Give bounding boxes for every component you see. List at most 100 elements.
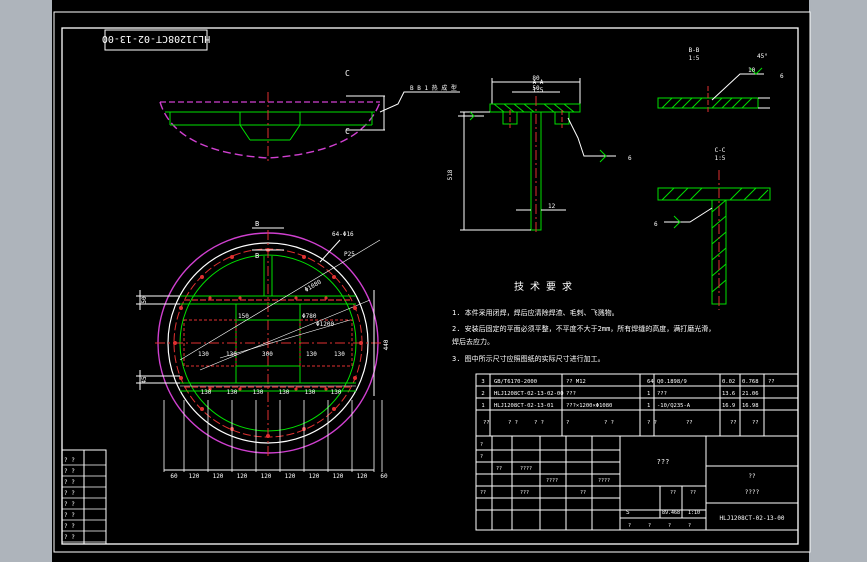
left-sign-text: ? ?? ?? ?? ?? ?? ?? ?? ? [62, 457, 106, 543]
tb-cell-9: ?? [670, 490, 676, 496]
dim-aa-height: 518 [447, 169, 454, 180]
bom-head-5: ? ? [647, 420, 657, 426]
bom-r0-c1: GB/T6170-2000 [494, 379, 537, 385]
dim-bottom-8: 120 [357, 473, 368, 480]
dim-150: 150 [238, 313, 249, 320]
left-cell-1: ? ? [64, 468, 75, 475]
bom-head-4: ? ? [604, 420, 614, 426]
tb-cell-4: ??? [520, 490, 529, 496]
tb-bottom-3: ? [688, 523, 691, 529]
rotated-number-box [104, 29, 208, 51]
tb-cell-1: ? [480, 454, 483, 460]
bom-r1-c2: ??? [566, 391, 576, 397]
bom-r1-c4: ??? [657, 391, 667, 397]
title-block [475, 435, 799, 531]
bom-r1-c6: 21.06 [742, 391, 759, 397]
bom-r2-c1: HLJ1208CT-02-13-01 [494, 403, 554, 409]
dim-bottom-9: 60 [380, 473, 388, 480]
row2-dimension-chain: 130 130 130 130 130 130 [201, 389, 342, 396]
dim-130-a: 130 [198, 351, 209, 358]
tb-weight: 89.468 [662, 510, 680, 516]
tech-line-4: 3. 图中所示尺寸应照图纸的实际尺寸进行加工。 [452, 354, 605, 363]
left-cell-0: ? ? [64, 457, 75, 464]
left-cell-3: ? ? [64, 490, 75, 497]
tb-sub: ???? [745, 489, 760, 496]
tb-cell-2: ???? [520, 466, 532, 472]
section-mark-c-top: C [345, 69, 350, 78]
dim-bottom-5: 120 [285, 473, 296, 480]
dim-row2-4: 130 [305, 389, 316, 396]
dim-bottom-4: 120 [261, 473, 272, 480]
dim-row2-0: 130 [201, 389, 212, 396]
bom-head-1: ? ? [508, 420, 518, 426]
dim-440: 440 [383, 339, 390, 350]
tb-s: S [626, 509, 630, 516]
dim-50: 50 [141, 296, 148, 304]
weld-callout-top: B B 1 热 成 型 [410, 84, 457, 92]
title-block-text: ??? ?? ???? HLJ1208CT-02-13-00 S 89.468 … [480, 442, 785, 529]
bom-r0-c7: ?? [768, 379, 775, 385]
tb-cell-10: ?? [690, 490, 696, 496]
tb-cell-5: ?? [580, 490, 586, 496]
left-cell-6: ? ? [64, 523, 75, 530]
weld-6-aa: 6 [628, 155, 632, 162]
left-cell-5: ? ? [64, 512, 75, 519]
dim-300: 300 [262, 351, 273, 358]
tech-line-3: 焊后去应力。 [452, 337, 494, 346]
callout-holes: 64-Φ16 [332, 231, 354, 238]
left-cell-4: ? ? [64, 501, 75, 508]
dim-phi-780: Φ780 [302, 313, 317, 320]
bom-r1-c0: 2 [481, 391, 484, 397]
bom-head-7: ?? [730, 420, 737, 426]
section-c-c-view: C-C 1:5 6 [654, 147, 771, 310]
section-mark-c-bot: C [345, 127, 350, 136]
dim-130-d: 130 [334, 351, 345, 358]
bom-head-6: ?? [686, 420, 693, 426]
dim-b-10: 10 [748, 67, 756, 74]
section-a-a-view: A-A 1:5 80 50 518 12 6 [447, 75, 632, 234]
bom-head-2: ? ? [534, 420, 544, 426]
sheet-inner-border [61, 27, 799, 545]
dim-aa-50: 50 [532, 85, 540, 92]
dim-row2-3: 130 [279, 389, 290, 396]
dim-130-c: 130 [306, 351, 317, 358]
dim-bottom-0: 60 [170, 473, 178, 480]
tech-title: 技 术 要 求 [514, 280, 572, 293]
bom-r1-c5: 13.6 [722, 391, 735, 397]
bom-head-8: ?? [752, 420, 759, 426]
bom-r0-c4: Q0.1898/9 [657, 379, 687, 385]
bom-r2-c3: 1 [647, 403, 650, 409]
dim-bottom-7: 120 [333, 473, 344, 480]
dim-row2-2: 130 [253, 389, 264, 396]
section-b-b-label: B-B [689, 47, 700, 54]
bom-r2-c4: -10/Q235-A [657, 403, 691, 409]
tb-cell-3: ???? [546, 478, 558, 484]
tb-company: ?? [748, 473, 756, 480]
section-c-c-label: C-C [715, 147, 726, 154]
bom-r0-c0: 3 [481, 379, 484, 385]
dim-row2-5: 130 [331, 389, 342, 396]
section-a-a-scale: 1:5 [533, 87, 544, 94]
dim-row2-1: 130 [227, 389, 238, 396]
bom-r0-c5: 0.02 [722, 379, 735, 385]
section-mark-b-top: B [255, 220, 259, 228]
left-cell-7: ? ? [64, 534, 75, 541]
tb-cell-0: ? [480, 442, 483, 448]
dim-bottom-2: 120 [213, 473, 224, 480]
section-c-c-scale: 1:5 [715, 155, 726, 162]
weld-6-bb: 6 [780, 73, 784, 80]
weld-6-cc: 6 [654, 221, 658, 228]
dim-130-b: 130 [226, 351, 237, 358]
tb-cell-7: ?? [480, 490, 486, 496]
bom-r1-c3: 1 [647, 391, 650, 397]
section-mark-b-bot: B [255, 252, 259, 260]
dim-phi-1200: Φ1200 [316, 321, 334, 328]
window-frame-right [809, 0, 867, 562]
top-elevation-view: C C B B 1 热 成 型 [159, 69, 460, 162]
dim-aa-12: 12 [548, 203, 556, 210]
rotated-drawing-number: HLJ1208CT-02-13-00 [102, 33, 210, 44]
tb-bottom-1: ? [648, 523, 651, 529]
